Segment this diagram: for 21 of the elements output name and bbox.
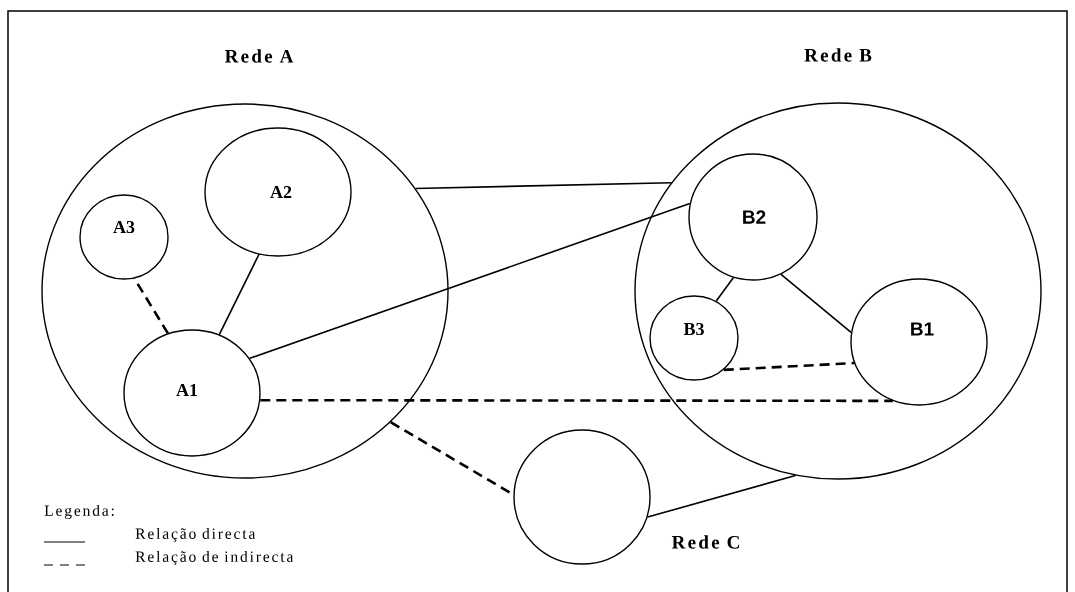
connector-line <box>414 181 672 190</box>
dashed-line <box>260 398 893 403</box>
network-title: Rede C <box>671 535 739 549</box>
legend-heading: Legenda: <box>44 504 114 520</box>
connector-line <box>218 253 260 336</box>
network-title: Rede B <box>804 48 872 62</box>
dashed-line <box>133 277 169 335</box>
legend-text: Relação de indirecta <box>135 551 294 566</box>
node-label: A1 <box>176 384 198 396</box>
connector-line <box>715 276 735 302</box>
node-label: A2 <box>270 186 292 198</box>
node-label: A3 <box>113 220 135 234</box>
node-label: B1 <box>911 322 934 336</box>
connector-line <box>780 273 852 334</box>
legend-text: Relação directa <box>135 528 256 543</box>
connector-line <box>646 474 797 518</box>
node-label: B3 <box>683 322 704 336</box>
network-title: Rede A <box>224 49 294 63</box>
node-label: B2 <box>743 210 766 224</box>
dashed-line <box>723 361 855 372</box>
connector-line <box>248 202 691 360</box>
